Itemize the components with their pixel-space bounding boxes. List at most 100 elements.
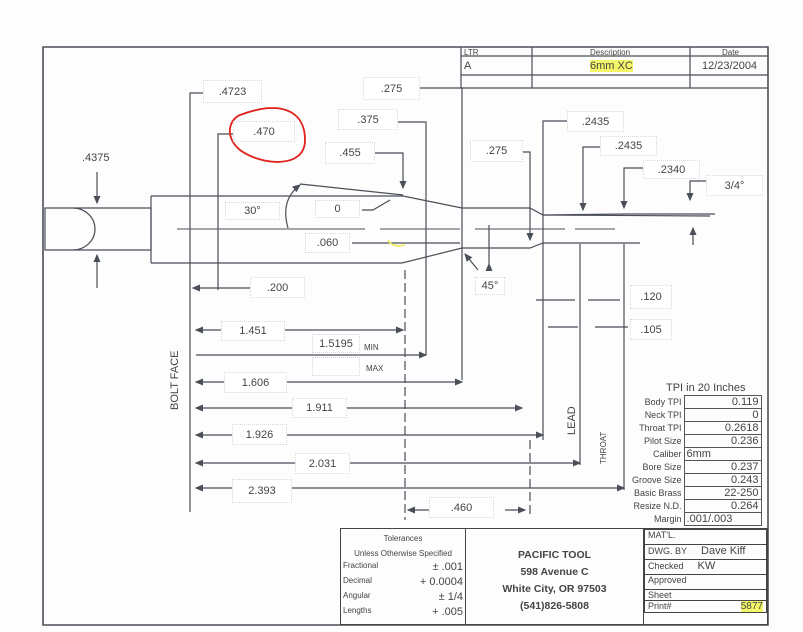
tpi-label: Neck TPI: [644, 410, 682, 420]
tpi-label: Throat TPI: [639, 423, 682, 433]
tpi-value: 0.119: [683, 395, 762, 409]
len-1926: 1.926: [232, 424, 287, 445]
tpi-value: 0.243: [683, 473, 762, 487]
tpi-value: 0.264: [683, 499, 762, 513]
tpi-value: 0: [683, 408, 762, 422]
len-460: .460: [429, 497, 494, 518]
info-cell: MAT'L. DWG. BY Dave Kiff Checked KW Approv…: [643, 528, 768, 625]
len-1451: 1.451: [221, 321, 285, 341]
tpi-row: Margin.001/.003: [630, 512, 762, 526]
tolerance-value: + .005: [432, 606, 463, 618]
len-2393: 2.393: [232, 479, 292, 503]
angle-3-4: 3/4°: [706, 175, 763, 196]
tpi-label: Caliber: [653, 449, 682, 459]
dim-375: .375: [338, 109, 398, 130]
red-circle-annotation: [228, 107, 306, 163]
company-phone: (541)826-5808: [520, 600, 589, 612]
angle-30: 30°: [225, 202, 280, 220]
dwg-by-value: Dave Kiff: [701, 545, 746, 557]
dim-2340: .2340: [643, 160, 700, 179]
tolerance-value: ± .001: [432, 561, 463, 573]
company-address-2: White City, OR 97503: [502, 583, 607, 595]
tolerances-subtitle: Unless Otherwise Specified: [354, 549, 452, 558]
description-header: Description: [590, 48, 631, 57]
len-1911: 1.911: [292, 398, 347, 418]
matl-label: MAT'L.: [644, 529, 767, 545]
tpi-label: Resize N.D.: [633, 501, 682, 511]
tolerance-row: Lengths + .005: [343, 606, 463, 618]
title-block: Tolerances Unless Otherwise Specified Fr…: [340, 528, 768, 625]
tpi-value: 0.237: [683, 460, 762, 474]
tpi-title: TPI in 20 Inches: [666, 382, 746, 394]
checked-value: KW: [697, 560, 716, 572]
tpi-label: Body TPI: [644, 397, 682, 407]
revision-description: 6mm XC: [590, 60, 633, 72]
print-label: Print#: [648, 601, 672, 611]
tpi-label: Pilot Size: [644, 436, 682, 446]
tpi-label: Bore Size: [642, 462, 682, 472]
company-address-1: 598 Avenue C: [520, 566, 589, 578]
throat-label: THROAT: [599, 431, 608, 464]
tolerance-value: ± 1/4: [438, 591, 463, 603]
tpi-value: 0.236: [683, 434, 762, 448]
dim-470: .470: [233, 121, 295, 142]
tpi-value: 0.2618: [683, 421, 762, 435]
dwg-by-label: DWG. BY: [648, 546, 688, 556]
date-header: Date: [722, 48, 739, 57]
dim-4723: .4723: [203, 80, 262, 103]
max-label: MAX: [366, 364, 384, 373]
tolerance-value: + 0.0004: [419, 576, 463, 588]
dim-105: .105: [630, 319, 672, 340]
angle-45: 45°: [475, 277, 505, 295]
bolt-face-label: BOLT FACE: [169, 350, 181, 410]
dim-455: .455: [325, 142, 375, 164]
dim-2435-b: .2435: [600, 136, 657, 156]
revision-date: 12/23/2004: [702, 60, 758, 72]
print-number: 5877: [740, 601, 763, 612]
dim-4375: .4375: [82, 152, 110, 164]
tpi-label: Basic Brass: [634, 488, 682, 498]
tolerances-title: Tolerances: [383, 534, 423, 543]
max-value-box: [312, 357, 360, 376]
dim-060: .060: [305, 233, 350, 253]
len-1606: 1.606: [224, 372, 287, 393]
dim-200: .200: [250, 277, 305, 298]
tolerances-cell: Tolerances Unless Otherwise Specified Fr…: [340, 528, 466, 625]
len-2031: 2.031: [295, 453, 350, 474]
checked-label: Checked: [648, 561, 684, 571]
sheet-label: Sheet: [644, 589, 767, 601]
tpi-label: Margin: [654, 514, 682, 524]
company-name: PACIFIC TOOL: [517, 549, 592, 561]
tpi-value: 22-250: [683, 486, 762, 500]
dim-0: 0: [315, 200, 360, 218]
tpi-row: Resize N.D.0.264: [630, 499, 762, 513]
sheet-border: [42, 46, 769, 626]
tolerance-row: Decimal + 0.0004: [343, 576, 463, 588]
dim-275-top: .275: [363, 77, 420, 100]
revision-letter: A: [464, 60, 472, 72]
company-cell: PACIFIC TOOL 598 Avenue C White City, OR…: [465, 528, 644, 625]
approved-label: Approved: [644, 574, 767, 590]
tolerance-label: Decimal: [343, 576, 372, 585]
tpi-value: .001/.003: [683, 512, 762, 526]
tolerance-label: Lengths: [343, 606, 372, 615]
min-label: MIN: [364, 343, 379, 352]
tpi-value: 6mm: [683, 447, 762, 461]
tpi-label: Groove Size: [632, 475, 682, 485]
dim-120: .120: [630, 285, 672, 309]
bolt-head-shape: [44, 207, 152, 251]
tolerance-row: Fractional± .001: [343, 561, 463, 573]
lead-label: LEAD: [566, 406, 578, 435]
len-15195: 1.5195: [312, 334, 360, 353]
